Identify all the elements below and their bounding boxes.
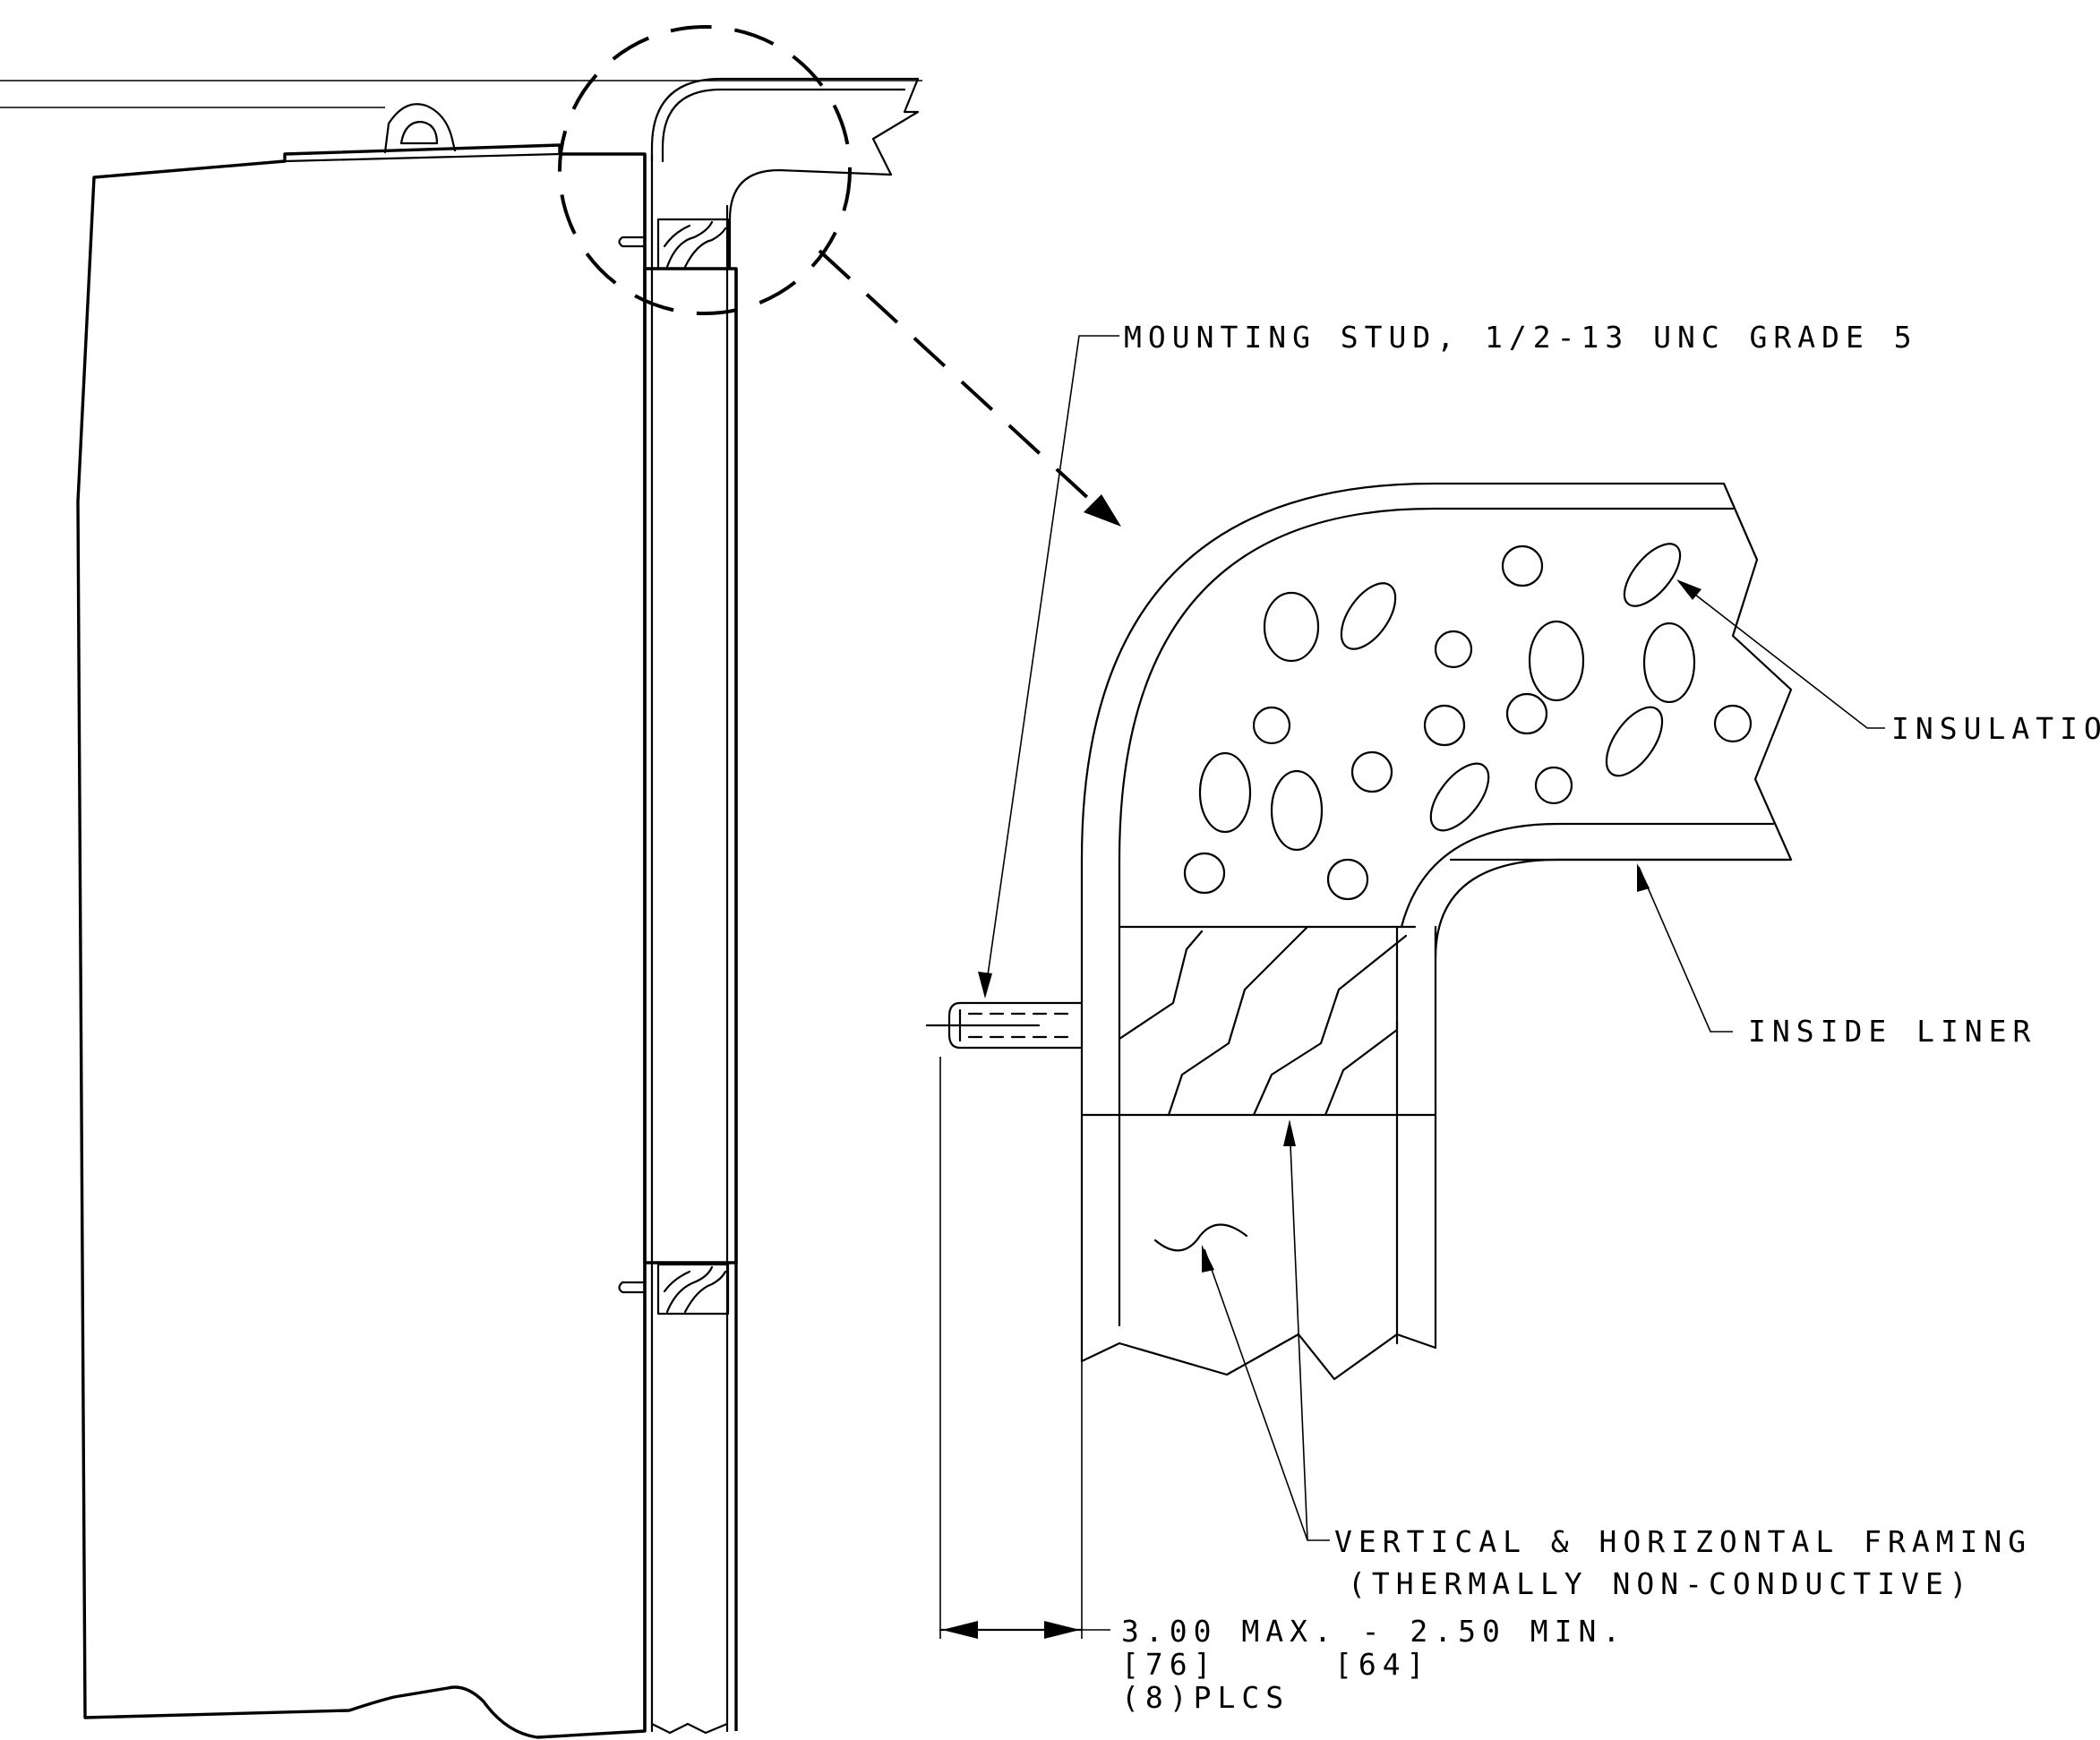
bottom-break-line xyxy=(1080,1333,1437,1381)
dimension-imperial: 3.00 MAX. - 2.50 MIN. xyxy=(1121,1614,1626,1649)
framing-label-line1: VERTICAL & HORIZONTAL FRAMING xyxy=(1334,1524,2032,1559)
lifting-lug-icon xyxy=(383,103,457,154)
framing-label-line2: (THERMALLY NON-CONDUCTIVE) xyxy=(1348,1566,1974,1601)
dimension-metric-max: [76] xyxy=(1121,1647,1217,1682)
enclosure-roof-line xyxy=(283,152,561,163)
insulation-label: INSULATION xyxy=(1891,711,2100,746)
dim-arrow-left-icon xyxy=(942,1621,978,1639)
framing-block xyxy=(1080,925,1437,1117)
stud-lower-icon xyxy=(618,1281,645,1294)
insulation-bubbles xyxy=(1183,543,1753,901)
dimension xyxy=(939,1057,1110,1639)
dim-arrow-right-icon xyxy=(1044,1621,1080,1639)
outer-skin xyxy=(1080,482,1793,897)
wall-section xyxy=(643,77,920,1735)
inside-liner-label: INSIDE LINER xyxy=(1748,1014,2036,1049)
stud-upper-icon xyxy=(618,236,645,248)
leaders xyxy=(978,335,1885,1541)
enclosure-body xyxy=(76,143,647,1739)
cover-plate xyxy=(643,267,738,1264)
dimension-metric-min: [64] xyxy=(1334,1647,1430,1682)
detail-arrow-icon xyxy=(1084,494,1121,527)
mounting-stud-icon xyxy=(925,1001,1084,1050)
assembly-view xyxy=(0,25,1121,1739)
inside-liner xyxy=(1400,822,1775,929)
mounting-stud-label: MOUNTING STUD, 1/2-13 UNC GRADE 5 xyxy=(1124,320,1918,355)
detail-circle xyxy=(558,25,852,315)
dimension-quantity: (8)PLCS xyxy=(1121,1680,1290,1715)
break-symbol xyxy=(1153,1223,1248,1252)
enlarged-detail xyxy=(925,482,1793,1381)
